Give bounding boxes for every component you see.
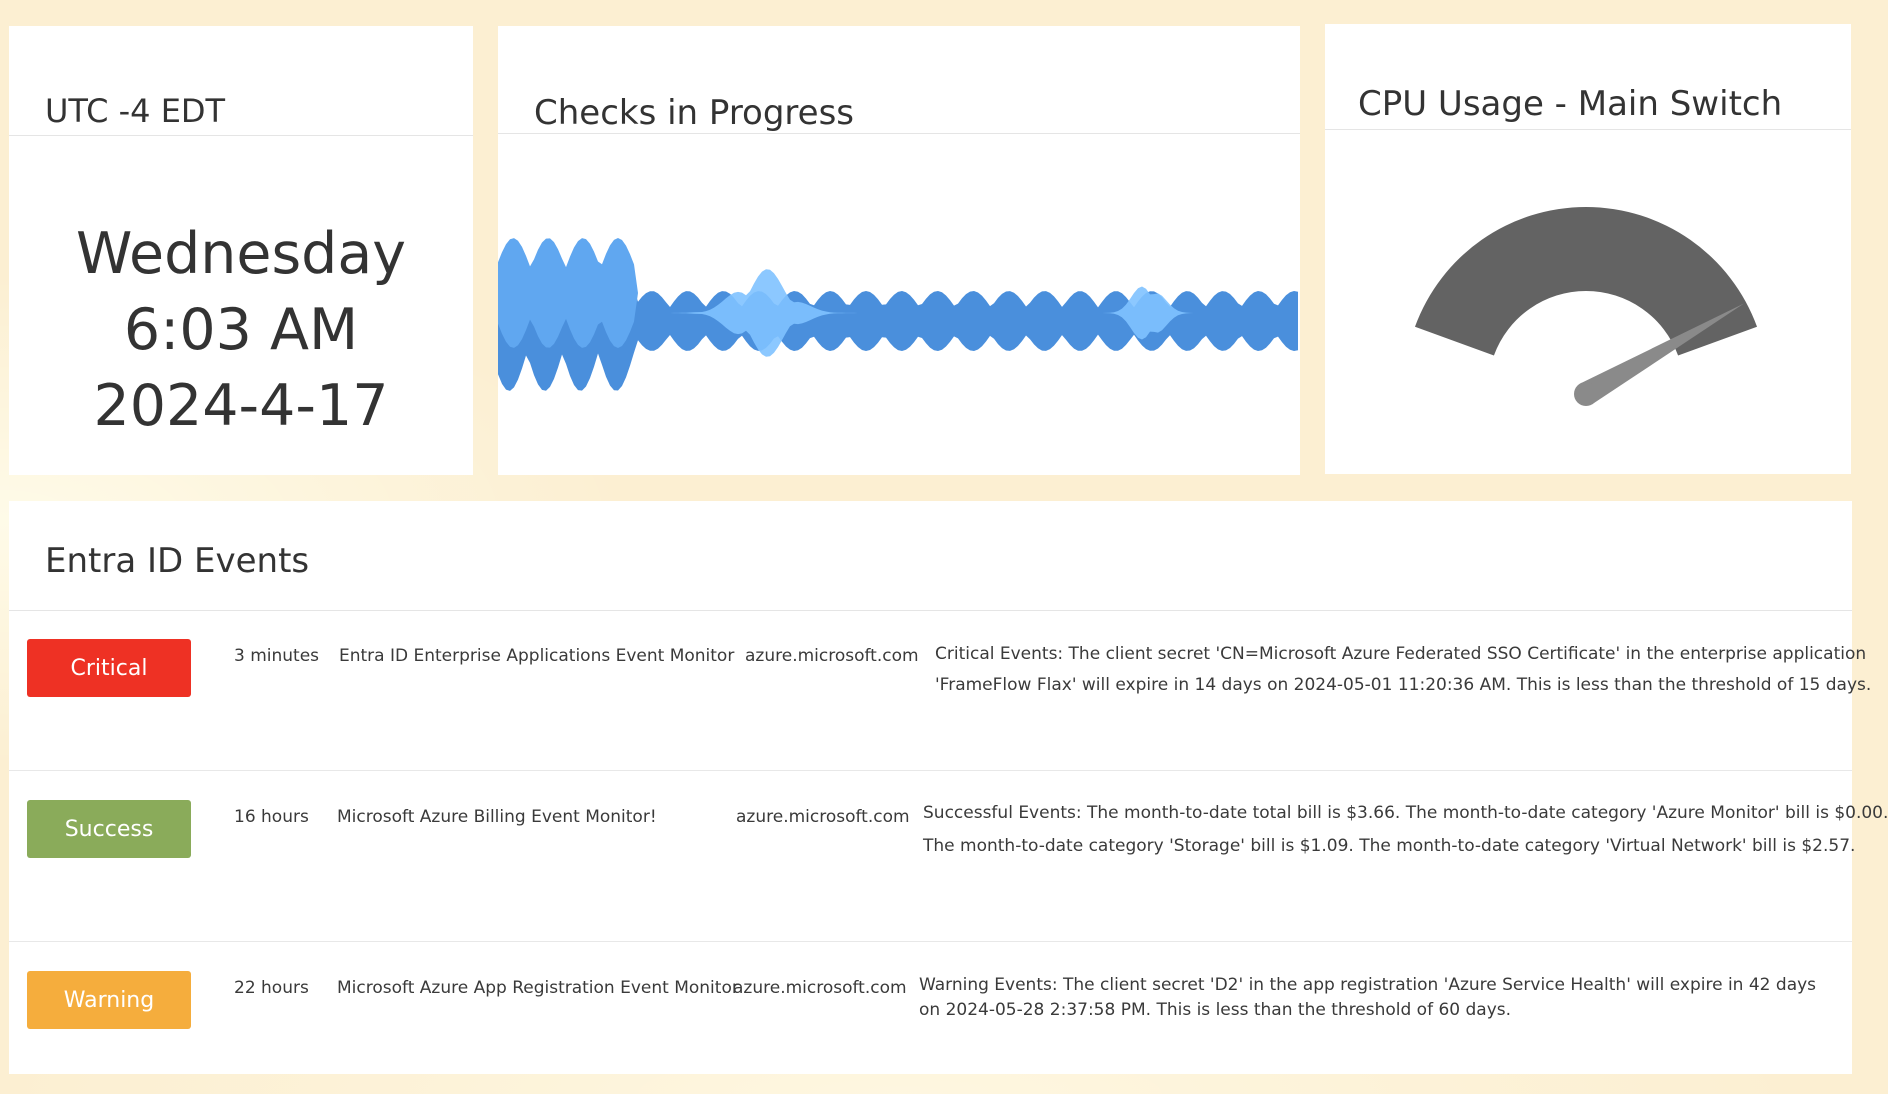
event-row[interactable]: Critical 3 minutes Entra ID Enterprise A… xyxy=(9,611,1871,771)
clock-day: Wednesday xyxy=(75,221,406,287)
row-divider xyxy=(9,941,1852,942)
gauge-needle xyxy=(1580,303,1744,405)
clock-title: UTC -4 EDT xyxy=(45,92,226,130)
status-badge-success: Success xyxy=(27,800,191,858)
entra-id-events-widget: Entra ID Events Critical 3 minutes Entra… xyxy=(9,501,1888,1074)
row-divider xyxy=(9,770,1852,771)
cpu-usage-widget: CPU Usage - Main Switch xyxy=(1325,24,1851,474)
event-host: azure.microsoft.com xyxy=(745,646,919,666)
event-message-line: Successful Events: The month-to-date tot… xyxy=(923,803,1888,823)
events-divider xyxy=(9,610,1852,611)
status-badge-critical: Critical xyxy=(27,639,191,697)
checks-in-progress-widget: Checks in Progress xyxy=(498,26,1300,475)
wave-light xyxy=(498,269,1298,357)
clock-display: Wednesday 6:03 AM 2024-4-17 xyxy=(9,216,473,444)
clock-date: 2024-4-17 xyxy=(93,373,389,439)
event-age: 16 hours xyxy=(234,807,309,827)
event-message-line: The month-to-date category 'Storage' bil… xyxy=(923,836,1856,856)
status-badge-warning: Warning xyxy=(27,971,191,1029)
event-row[interactable]: Success 16 hours Microsoft Azure Billing… xyxy=(9,771,1888,942)
event-host: azure.microsoft.com xyxy=(736,807,910,827)
event-message: Critical Events: The client secret 'CN=M… xyxy=(935,639,1871,701)
gauge-needle-hub xyxy=(1574,382,1598,406)
checks-divider xyxy=(498,133,1300,134)
cpu-gauge xyxy=(1414,207,1758,406)
clock-divider xyxy=(9,135,473,136)
wave-primary xyxy=(498,251,1298,391)
event-message: Successful Events: The month-to-date tot… xyxy=(923,797,1888,863)
event-message-line: Warning Events: The client secret 'D2' i… xyxy=(919,975,1817,995)
cpu-title: CPU Usage - Main Switch xyxy=(1358,84,1783,124)
event-row[interactable]: Warning 22 hours Microsoft Azure App Reg… xyxy=(9,942,1852,1074)
event-message-line: Critical Events: The client secret 'CN=M… xyxy=(935,644,1867,664)
event-age: 22 hours xyxy=(234,978,309,998)
event-host: azure.microsoft.com xyxy=(733,978,907,998)
events-title: Entra ID Events xyxy=(45,541,310,581)
event-monitor: Microsoft Azure App Registration Event M… xyxy=(337,978,739,998)
wave-secondary xyxy=(498,238,1298,348)
event-message: Warning Events: The client secret 'D2' i… xyxy=(919,973,1816,1023)
event-message-line: 'FrameFlow Flax' will expire in 14 days … xyxy=(935,675,1872,695)
gauge-arc xyxy=(1414,207,1758,356)
event-monitor: Microsoft Azure Billing Event Monitor! xyxy=(337,807,657,827)
checks-title: Checks in Progress xyxy=(534,93,855,133)
event-age: 3 minutes xyxy=(234,646,320,666)
cpu-divider xyxy=(1325,129,1851,130)
event-message-line: on 2024-05-28 2:37:58 PM. This is less t… xyxy=(919,1000,1512,1020)
checks-wave-animation xyxy=(498,238,1298,391)
event-monitor: Entra ID Enterprise Applications Event M… xyxy=(339,646,735,666)
clock-widget: UTC -4 EDT Wednesday 6:03 AM 2024-4-17 xyxy=(9,26,473,475)
clock-time: 6:03 AM xyxy=(123,297,359,363)
